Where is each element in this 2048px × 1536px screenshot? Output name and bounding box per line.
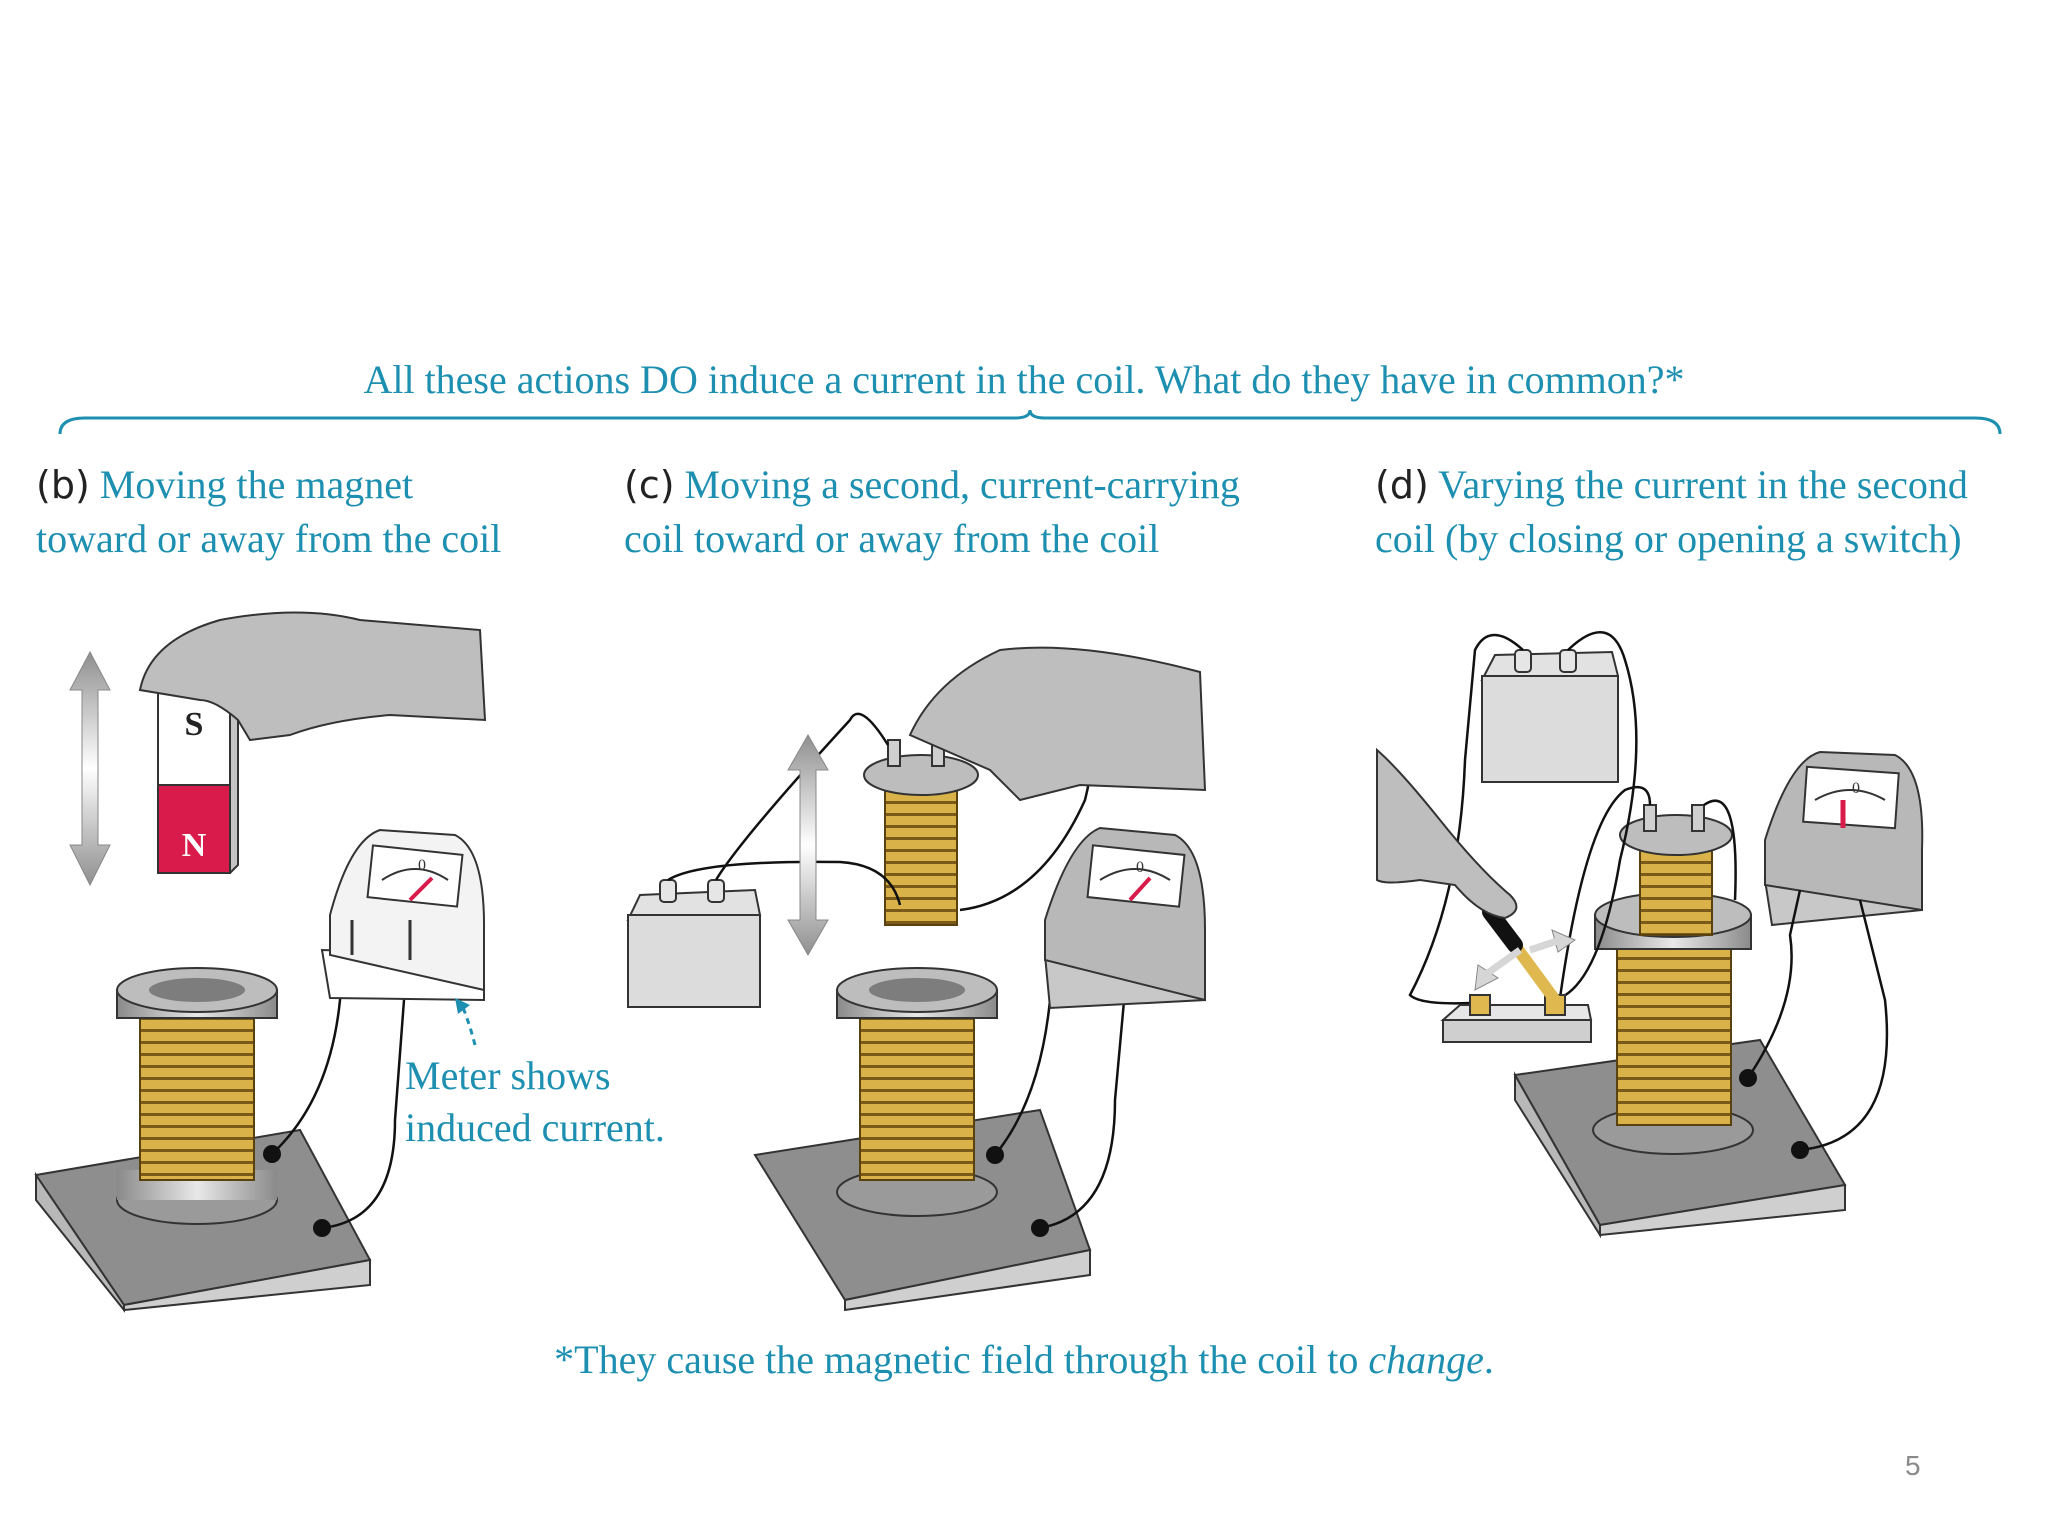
panel-b-illustration: 0 S N xyxy=(34,611,487,1313)
wire xyxy=(667,860,902,906)
wire xyxy=(1558,785,1652,999)
coil xyxy=(116,967,278,1225)
panel-c-illustration: 0 xyxy=(626,646,1207,1312)
footnote-emphasis: change xyxy=(1368,1337,1484,1382)
wire xyxy=(1039,934,1132,1230)
panel-c-letter: (c) xyxy=(624,463,675,507)
grouping-brace xyxy=(58,410,2002,435)
up-down-arrow-icon xyxy=(69,650,111,887)
footnote: *They cause the magnetic field through t… xyxy=(0,1336,2048,1383)
battery xyxy=(1480,649,1620,783)
bar-magnet xyxy=(157,678,239,874)
galvanometer xyxy=(1043,826,1207,1010)
wire xyxy=(271,919,354,1155)
galvanometer xyxy=(1763,750,1924,927)
battery xyxy=(626,879,762,1008)
panel-d-illustration: 0 xyxy=(1376,631,1924,1239)
switch-arrows-icon xyxy=(1474,929,1577,991)
wire xyxy=(1746,889,1802,1079)
meter-callout: Meter shows induced current. xyxy=(405,1050,665,1154)
wire xyxy=(321,919,412,1230)
wire xyxy=(714,712,890,881)
callout-line1: Meter shows xyxy=(405,1053,611,1098)
meter-zero-label: 0 xyxy=(1136,859,1144,876)
page-number: 5 xyxy=(1905,1450,1921,1481)
meter-zero-label: 0 xyxy=(418,857,426,874)
footnote-suffix: . xyxy=(1483,1337,1494,1382)
panel-b-line2: toward or away from the coil xyxy=(36,516,502,561)
callout-line2: induced current. xyxy=(405,1105,665,1150)
footnote-prefix: *They cause the magnetic field through t… xyxy=(554,1337,1369,1382)
panel-c-line1: Moving a second, current-carrying xyxy=(684,462,1240,507)
second-coil xyxy=(863,739,979,926)
slide-title: All these actions DO induce a current in… xyxy=(363,357,1685,402)
wire xyxy=(1703,799,1737,901)
panel-b-label: (b) Moving the magnet toward or away fro… xyxy=(36,458,501,565)
hand xyxy=(1376,747,1518,920)
meter-zero-label: 0 xyxy=(1852,780,1860,797)
hand xyxy=(908,646,1207,802)
callout-arrow xyxy=(460,1004,477,1046)
panel-b-letter: (b) xyxy=(36,463,90,507)
switch xyxy=(1440,904,1593,1043)
panel-d-line1: Varying the current in the second xyxy=(1438,462,1968,507)
panel-d-label: (d) Varying the current in the second co… xyxy=(1375,458,1968,565)
coil xyxy=(836,967,998,1217)
coil xyxy=(1592,892,1754,1155)
callout-arrowhead xyxy=(455,998,470,1014)
wire xyxy=(1559,631,1638,1000)
panel-d-line2: coil (by closing or opening a switch) xyxy=(1375,516,1962,561)
hand xyxy=(138,611,487,742)
magnet-north-pole: N xyxy=(182,827,207,864)
panel-d-letter: (d) xyxy=(1375,463,1429,507)
panel-c-label: (c) Moving a second, current-carrying co… xyxy=(624,458,1240,565)
magnet-south-pole: S xyxy=(185,706,204,743)
wire xyxy=(1799,899,1889,1152)
galvanometer xyxy=(320,828,486,1002)
wire xyxy=(994,929,1077,1156)
up-down-arrow-icon xyxy=(787,733,829,957)
panel-b-line1: Moving the magnet xyxy=(99,462,414,507)
panel-c-line2: coil toward or away from the coil xyxy=(624,516,1160,561)
